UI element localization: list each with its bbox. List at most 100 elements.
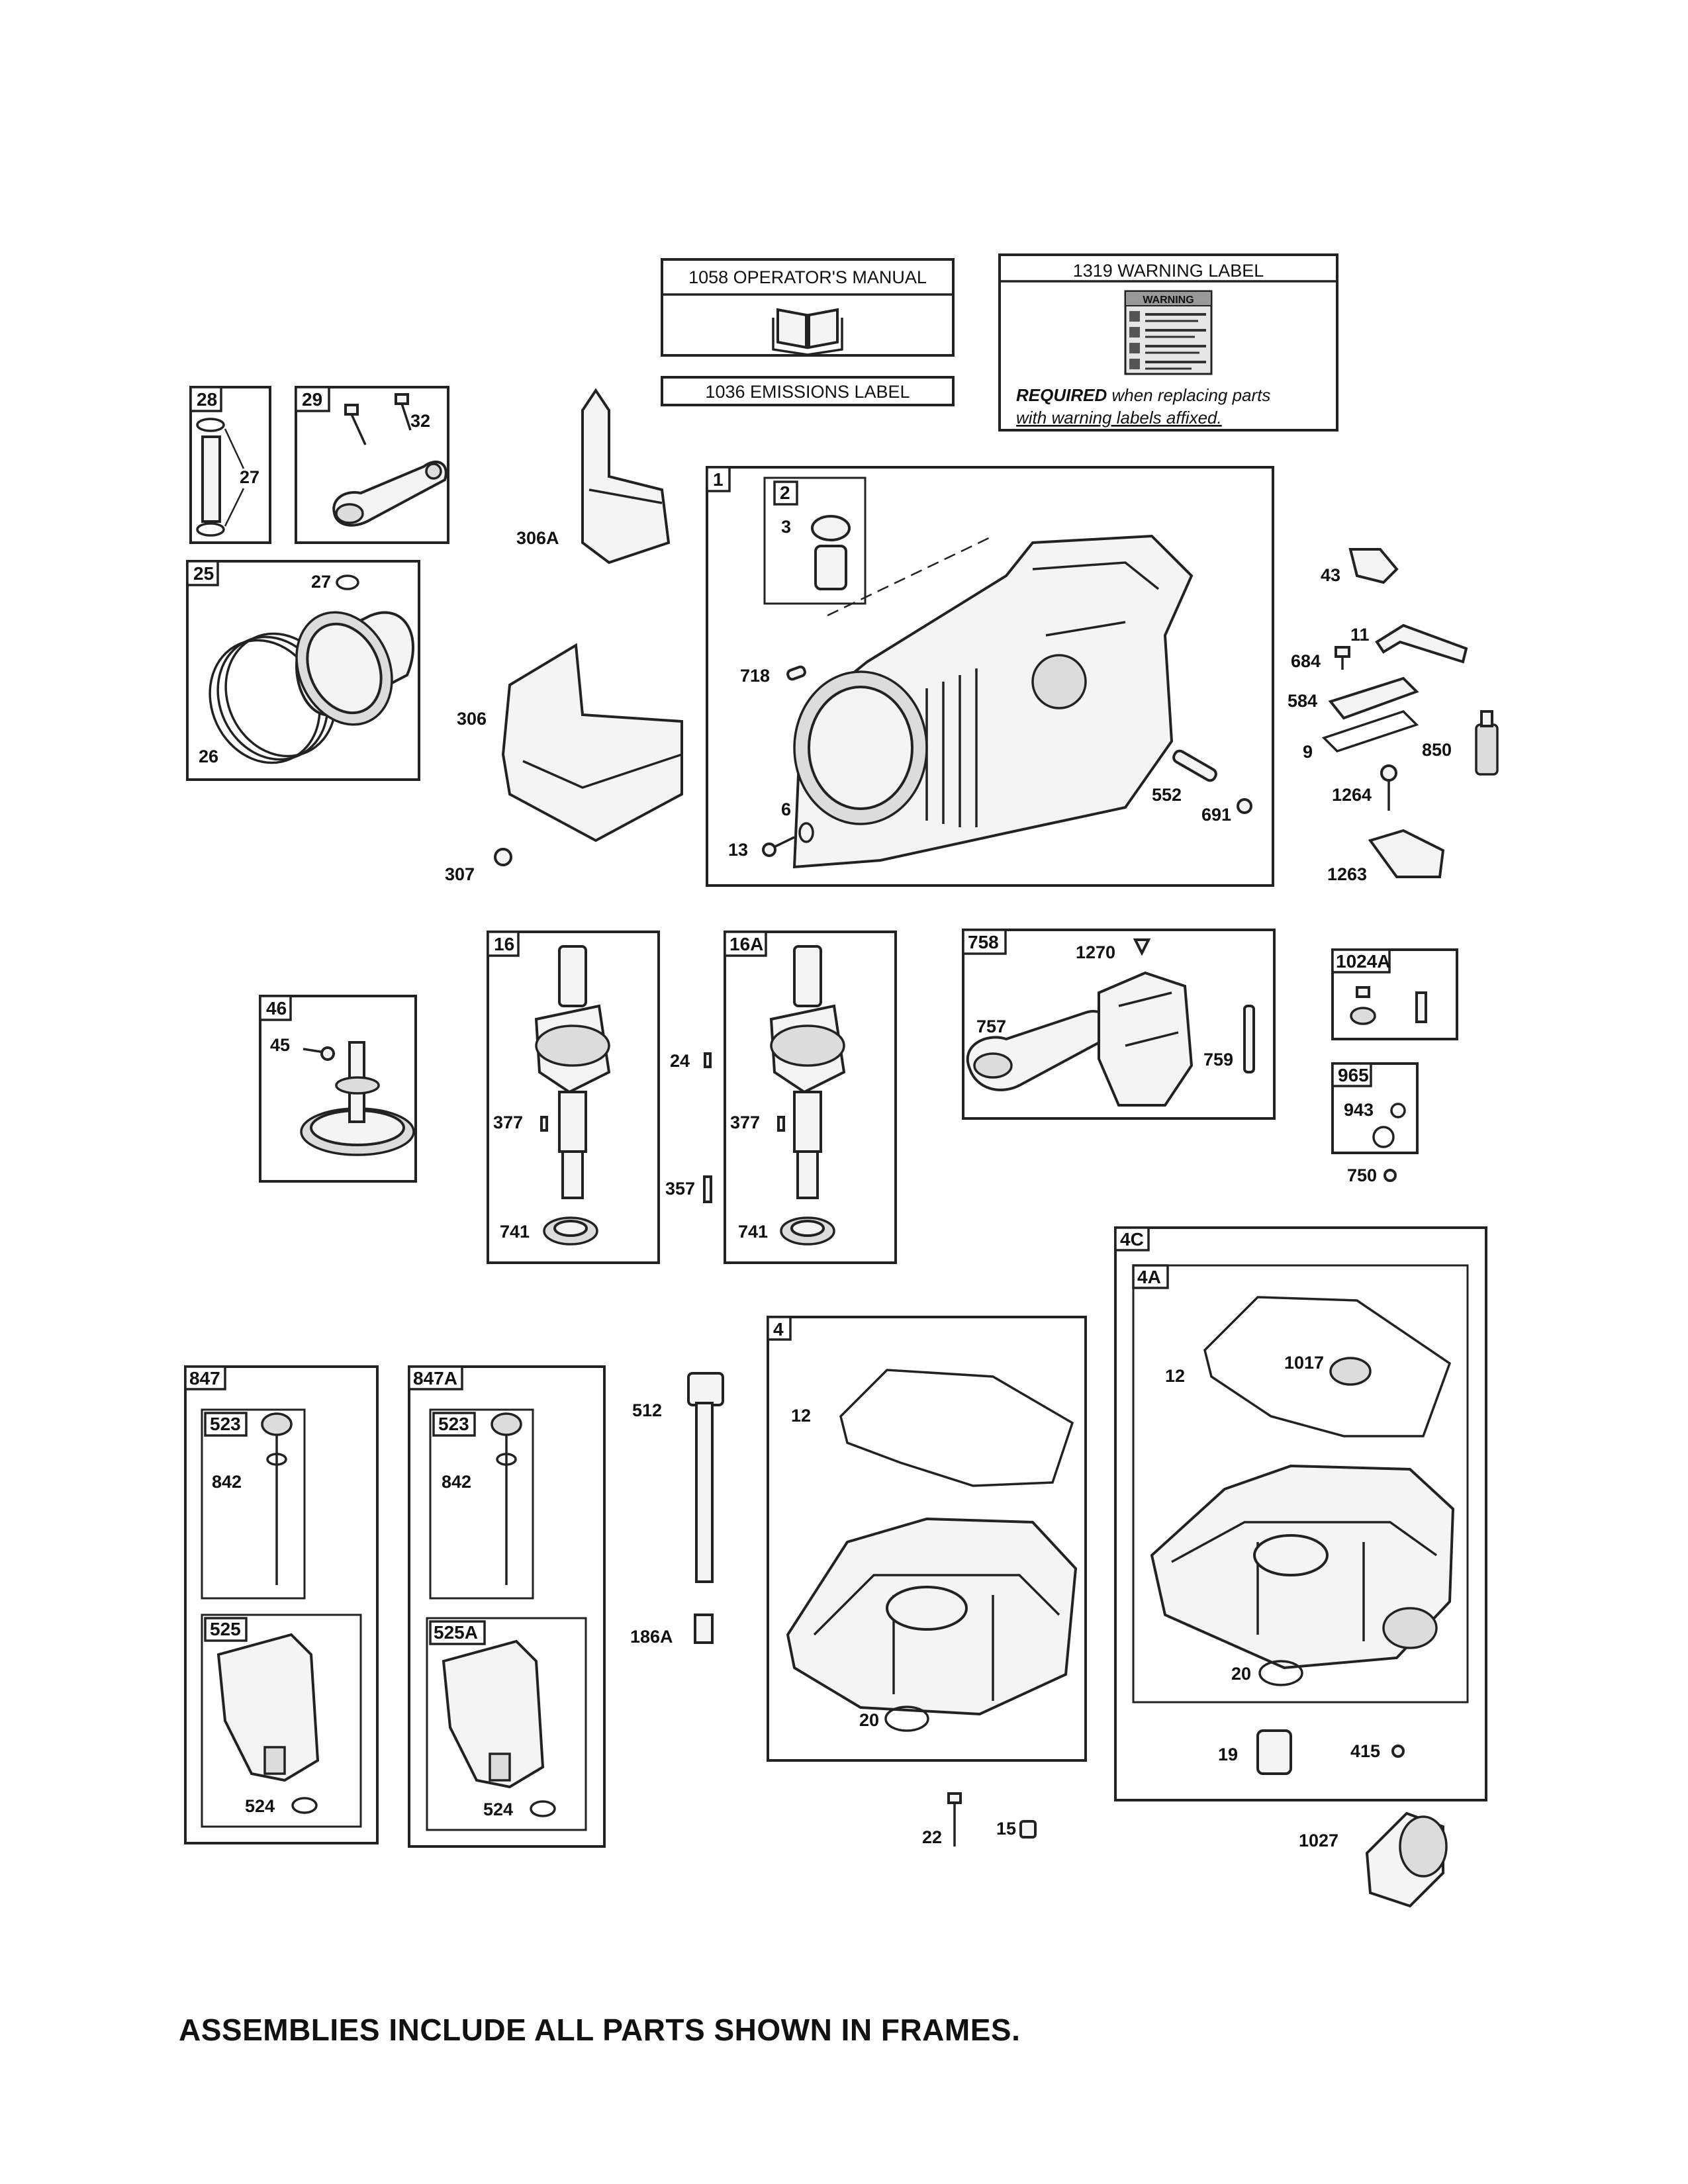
frame-16: 16 377 741	[487, 931, 660, 1264]
tag-16: 16	[494, 934, 514, 954]
part-842: 842	[212, 1472, 242, 1492]
part-19: 19	[1218, 1745, 1238, 1764]
tag-29: 29	[302, 389, 322, 410]
cap-icon	[1329, 1357, 1372, 1386]
part-415: 415	[1350, 1741, 1380, 1761]
part-512: 512	[632, 1400, 662, 1420]
part-1264: 1264	[1332, 785, 1372, 805]
bolt-icon	[344, 404, 367, 445]
part-27: 27	[240, 467, 259, 487]
tag-758: 758	[968, 932, 999, 952]
part-842: 842	[442, 1472, 471, 1492]
frame-4: 4 12 20	[767, 1316, 1087, 1762]
part-1270: 1270	[1076, 942, 1115, 962]
frame-1024a: 1024A	[1331, 948, 1458, 1040]
plug-691: 691	[1201, 798, 1252, 825]
part-45: 45	[270, 1035, 290, 1055]
plug-15: 15	[996, 1819, 1037, 1839]
part-26: 26	[199, 747, 218, 766]
crankshaft-icon	[769, 945, 846, 1199]
frame-2	[763, 477, 867, 605]
sump-icon	[786, 1517, 1078, 1716]
part-12: 12	[1165, 1366, 1185, 1386]
frame-29: 29 32	[295, 386, 449, 544]
part-584: 584	[1288, 691, 1317, 711]
sealant-850: 850	[1422, 710, 1499, 776]
part-27: 27	[311, 572, 331, 592]
book-icon	[772, 308, 843, 356]
adapter-icon	[1256, 1729, 1292, 1775]
gasket-icon	[1203, 1296, 1452, 1437]
part-186A: 186A	[630, 1627, 673, 1647]
part-377: 377	[493, 1113, 523, 1132]
gasket-icon	[839, 1369, 1074, 1487]
governor-plate-757: 757	[966, 1010, 1113, 1091]
required-rest: when replacing parts	[1107, 385, 1270, 405]
warning-sticker-word: WARNING	[1143, 295, 1194, 306]
bolt-684: 684	[1291, 646, 1350, 671]
operators-manual-text: 1058 OPERATOR'S MANUAL	[688, 267, 927, 287]
bolt-icon	[395, 393, 412, 431]
fitting-186a: 186A	[630, 1614, 714, 1647]
dipstick-tube-512: 512	[632, 1372, 724, 1583]
part-306: 306	[457, 709, 487, 729]
cam-gear-icon	[300, 1041, 415, 1156]
tag-847A: 847A	[413, 1368, 457, 1388]
oring-icon	[1258, 1660, 1303, 1686]
tag-25: 25	[193, 563, 214, 584]
part-718: 718	[740, 666, 770, 686]
gasket-9: 9	[1303, 709, 1419, 762]
tag-16A: 16A	[729, 934, 763, 954]
tag-523: 523	[438, 1414, 469, 1434]
tag-46: 46	[266, 998, 287, 1019]
tag-525: 525	[210, 1619, 241, 1639]
part-6: 6	[781, 799, 791, 819]
bushing-icon	[814, 545, 847, 590]
part-757: 757	[976, 1017, 1006, 1036]
plate-1263: 1263	[1327, 829, 1445, 884]
part-943: 943	[1344, 1100, 1374, 1120]
oil-pump-icon	[442, 1639, 545, 1789]
tube-552: 552	[1152, 749, 1217, 805]
frame-847: 847 523 842 525 524	[184, 1365, 379, 1844]
frame-28: 28 27	[189, 386, 271, 544]
part-1263: 1263	[1327, 864, 1367, 884]
bolt-307: 307	[445, 848, 512, 884]
part-684: 684	[1291, 651, 1321, 671]
oring-icon	[884, 1706, 929, 1732]
pin-357: 357	[665, 1175, 712, 1203]
part-15: 15	[996, 1819, 1016, 1839]
oil-filter-1027: 1027	[1299, 1811, 1448, 1908]
tag-523: 523	[210, 1414, 241, 1434]
part-13: 13	[728, 840, 748, 860]
tag-4C: 4C	[1120, 1229, 1144, 1250]
warning-sticker: WARNING	[1124, 290, 1213, 375]
tag-965: 965	[1338, 1065, 1369, 1085]
part-12: 12	[791, 1406, 811, 1426]
ring-icon	[336, 574, 359, 590]
seal-icon	[811, 515, 851, 541]
part-377: 377	[730, 1113, 760, 1132]
part-43-group: 43	[1321, 548, 1399, 585]
part-307: 307	[445, 864, 475, 884]
dowel-718: 718	[740, 665, 806, 686]
frame-965: 965 943	[1331, 1062, 1419, 1154]
shroud-306: 306	[457, 643, 683, 842]
emissions-label-text: 1036 EMISSIONS LABEL	[705, 382, 910, 402]
frame-25: 25 27 26	[186, 560, 420, 781]
tag-2: 2	[780, 482, 790, 503]
part-741: 741	[500, 1222, 530, 1242]
part-43: 43	[1321, 565, 1340, 585]
frame-758: 758 1270 757 759	[962, 929, 1276, 1120]
shroud-306a: 306A	[516, 388, 671, 565]
part-20: 20	[859, 1710, 879, 1730]
ring-icon	[196, 418, 225, 432]
tag-1: 1	[713, 469, 724, 490]
frame-523	[201, 1408, 306, 1600]
crankshaft-icon	[534, 945, 611, 1199]
part-552: 552	[1152, 785, 1182, 805]
governor-bracket-icon	[1098, 971, 1194, 1107]
breather-cover-584: 584	[1288, 676, 1419, 720]
bolt-22: 22	[922, 1792, 962, 1847]
